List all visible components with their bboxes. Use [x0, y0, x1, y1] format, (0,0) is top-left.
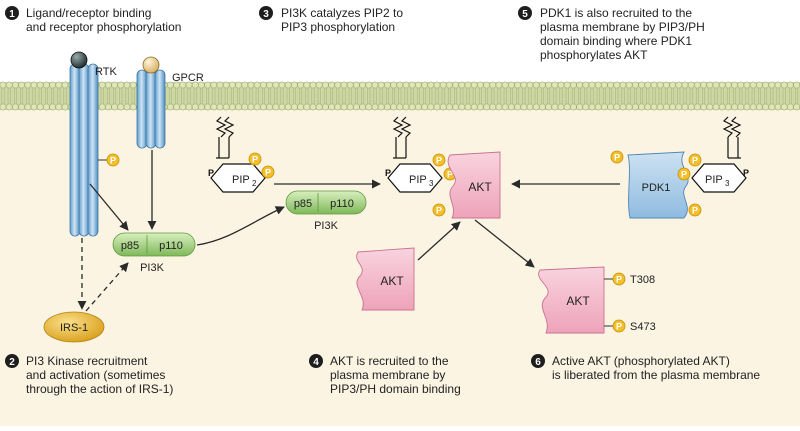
svg-text:P: P [616, 322, 622, 332]
step-6: 6 Active AKT (phosphorylated AKT) is lib… [531, 354, 760, 382]
pip3-lipid-right: P PIP 3 P P P [677, 116, 749, 217]
step-5-number: 5 [522, 9, 528, 20]
rtk-ligand [70, 51, 88, 69]
step-5-line-4: phosphorylates AKT [540, 48, 648, 62]
svg-text:P: P [692, 206, 698, 216]
pathway-arrows [77, 150, 620, 312]
akt-label: AKT [380, 274, 404, 288]
pip3-label: PIP [705, 174, 723, 186]
irs1-label: IRS-1 [60, 322, 88, 334]
akt-label: AKT [468, 180, 492, 194]
phosphate-icon: P [612, 272, 626, 286]
step-6-line-1: Active AKT (phosphorylated AKT) [552, 354, 730, 368]
svg-text:P: P [681, 170, 687, 180]
pip2-subscript: 2 [252, 179, 257, 188]
gpcr-receptor: GPCR [136, 56, 204, 149]
phosphate-icon: P [612, 319, 626, 333]
pip3-subscript: 3 [429, 179, 434, 188]
s473-label: S473 [630, 321, 656, 333]
pip3-lipid: P PIP 3 P P P [385, 116, 457, 217]
step-2-line-3: through the action of IRS-1) [26, 382, 173, 396]
arrow-akt-release [474, 219, 535, 268]
akt-label: AKT [566, 294, 590, 308]
pdk1-label: PDK1 [642, 182, 671, 194]
phosphate-icon: P [432, 153, 446, 167]
svg-text:P: P [447, 170, 453, 180]
phosphate-icon: P [432, 203, 446, 217]
pi3k-label: PI3K [314, 220, 339, 232]
gpcr-ligand [142, 56, 160, 74]
gpcr-label: GPCR [172, 72, 204, 84]
phosphate-icon: P [261, 165, 275, 179]
phosphate-icon: P [248, 152, 262, 166]
svg-text:P: P [385, 168, 391, 178]
pi3k-complex-membrane: p85 p110 PI3K [285, 190, 367, 232]
step-2: 2 PI3 Kinase recruitment and activation … [5, 354, 173, 396]
step-4-line-1: AKT is recruited to the [330, 354, 449, 368]
arrow-akt-cytosolic-to-membrane [417, 221, 461, 261]
svg-text:P: P [265, 168, 271, 178]
step-4-number: 4 [313, 357, 319, 368]
arrow-rtk-to-pi3k [89, 183, 129, 231]
svg-text:P: P [743, 168, 749, 178]
step-5: 5 PDK1 is also recruited to the plasma m… [518, 6, 705, 62]
svg-text:P: P [436, 206, 442, 216]
svg-text:P: P [614, 153, 620, 163]
phosphate-icon: P [688, 203, 702, 217]
step-3-line-1: PI3K catalyzes PIP2 to [281, 6, 403, 20]
pi3k-label: PI3K [140, 262, 165, 274]
p85-label: p85 [121, 240, 139, 252]
phosphate-icon: P [610, 150, 624, 164]
phosphate-icon: P [106, 153, 120, 167]
pip3-subscript: 3 [725, 179, 730, 188]
svg-text:P: P [110, 156, 116, 166]
step-3: 3 PI3K catalyzes PIP2 to PIP3 phosphoryl… [259, 6, 403, 34]
akt-cytosolic: AKT [356, 247, 415, 311]
pi3k-complex-cytosolic: p85 p110 PI3K [112, 232, 196, 274]
arrow-pi3k-to-membrane [196, 206, 285, 246]
t308-label: T308 [630, 274, 655, 286]
step-2-line-2: and activation (sometimes [26, 368, 165, 382]
step-5-line-3: domain binding where PDK1 [540, 34, 692, 48]
step-1: 1 Ligand/receptor binding and receptor p… [5, 6, 181, 34]
step-4: 4 AKT is recruited to the plasma membran… [309, 354, 461, 396]
step-5-line-2: plasma membrane by PIP3/PH [540, 20, 705, 34]
rtk-receptor: P RTK [69, 51, 120, 237]
step-6-number: 6 [535, 357, 541, 368]
phosphate-icon: P [688, 153, 702, 167]
pip3-label: PIP [409, 174, 427, 186]
svg-text:P: P [208, 168, 214, 178]
pdk1-protein: PDK1 P [610, 150, 689, 219]
step-1-number: 1 [9, 9, 15, 20]
step-3-number: 3 [263, 9, 269, 20]
step-1-line-1: Ligand/receptor binding [26, 6, 151, 20]
plasma-membrane [0, 81, 800, 111]
step-2-number: 2 [9, 357, 15, 368]
arrow-irs1-to-pi3k [85, 262, 129, 312]
p110-label: p110 [159, 240, 183, 252]
pip2-label: PIP [232, 174, 250, 186]
step-6-line-2: is liberated from the plasma membrane [552, 368, 760, 382]
svg-text:P: P [252, 155, 258, 165]
svg-text:P: P [436, 156, 442, 166]
akt-active: AKT P P T308 S473 [538, 266, 656, 334]
rtk-label: RTK [95, 66, 117, 78]
pip2-lipid: P PIP 2 P P [208, 116, 275, 193]
phosphate-icon: P [677, 167, 691, 181]
step-5-line-1: PDK1 is also recruited to the [540, 6, 692, 20]
svg-text:P: P [616, 275, 622, 285]
step-2-line-1: PI3 Kinase recruitment [26, 354, 148, 368]
p85-label: p85 [294, 198, 312, 210]
p110-label: p110 [330, 198, 354, 210]
step-3-line-2: PIP3 phosphorylation [281, 20, 395, 34]
step-4-line-3: PIP3/PH domain binding [330, 382, 461, 396]
irs1-protein: IRS-1 [43, 311, 105, 343]
svg-text:P: P [692, 156, 698, 166]
step-4-line-2: plasma membrane by [330, 368, 445, 382]
step-1-line-2: and receptor phosphorylation [26, 20, 181, 34]
akt-membrane-bound: AKT [447, 151, 501, 219]
